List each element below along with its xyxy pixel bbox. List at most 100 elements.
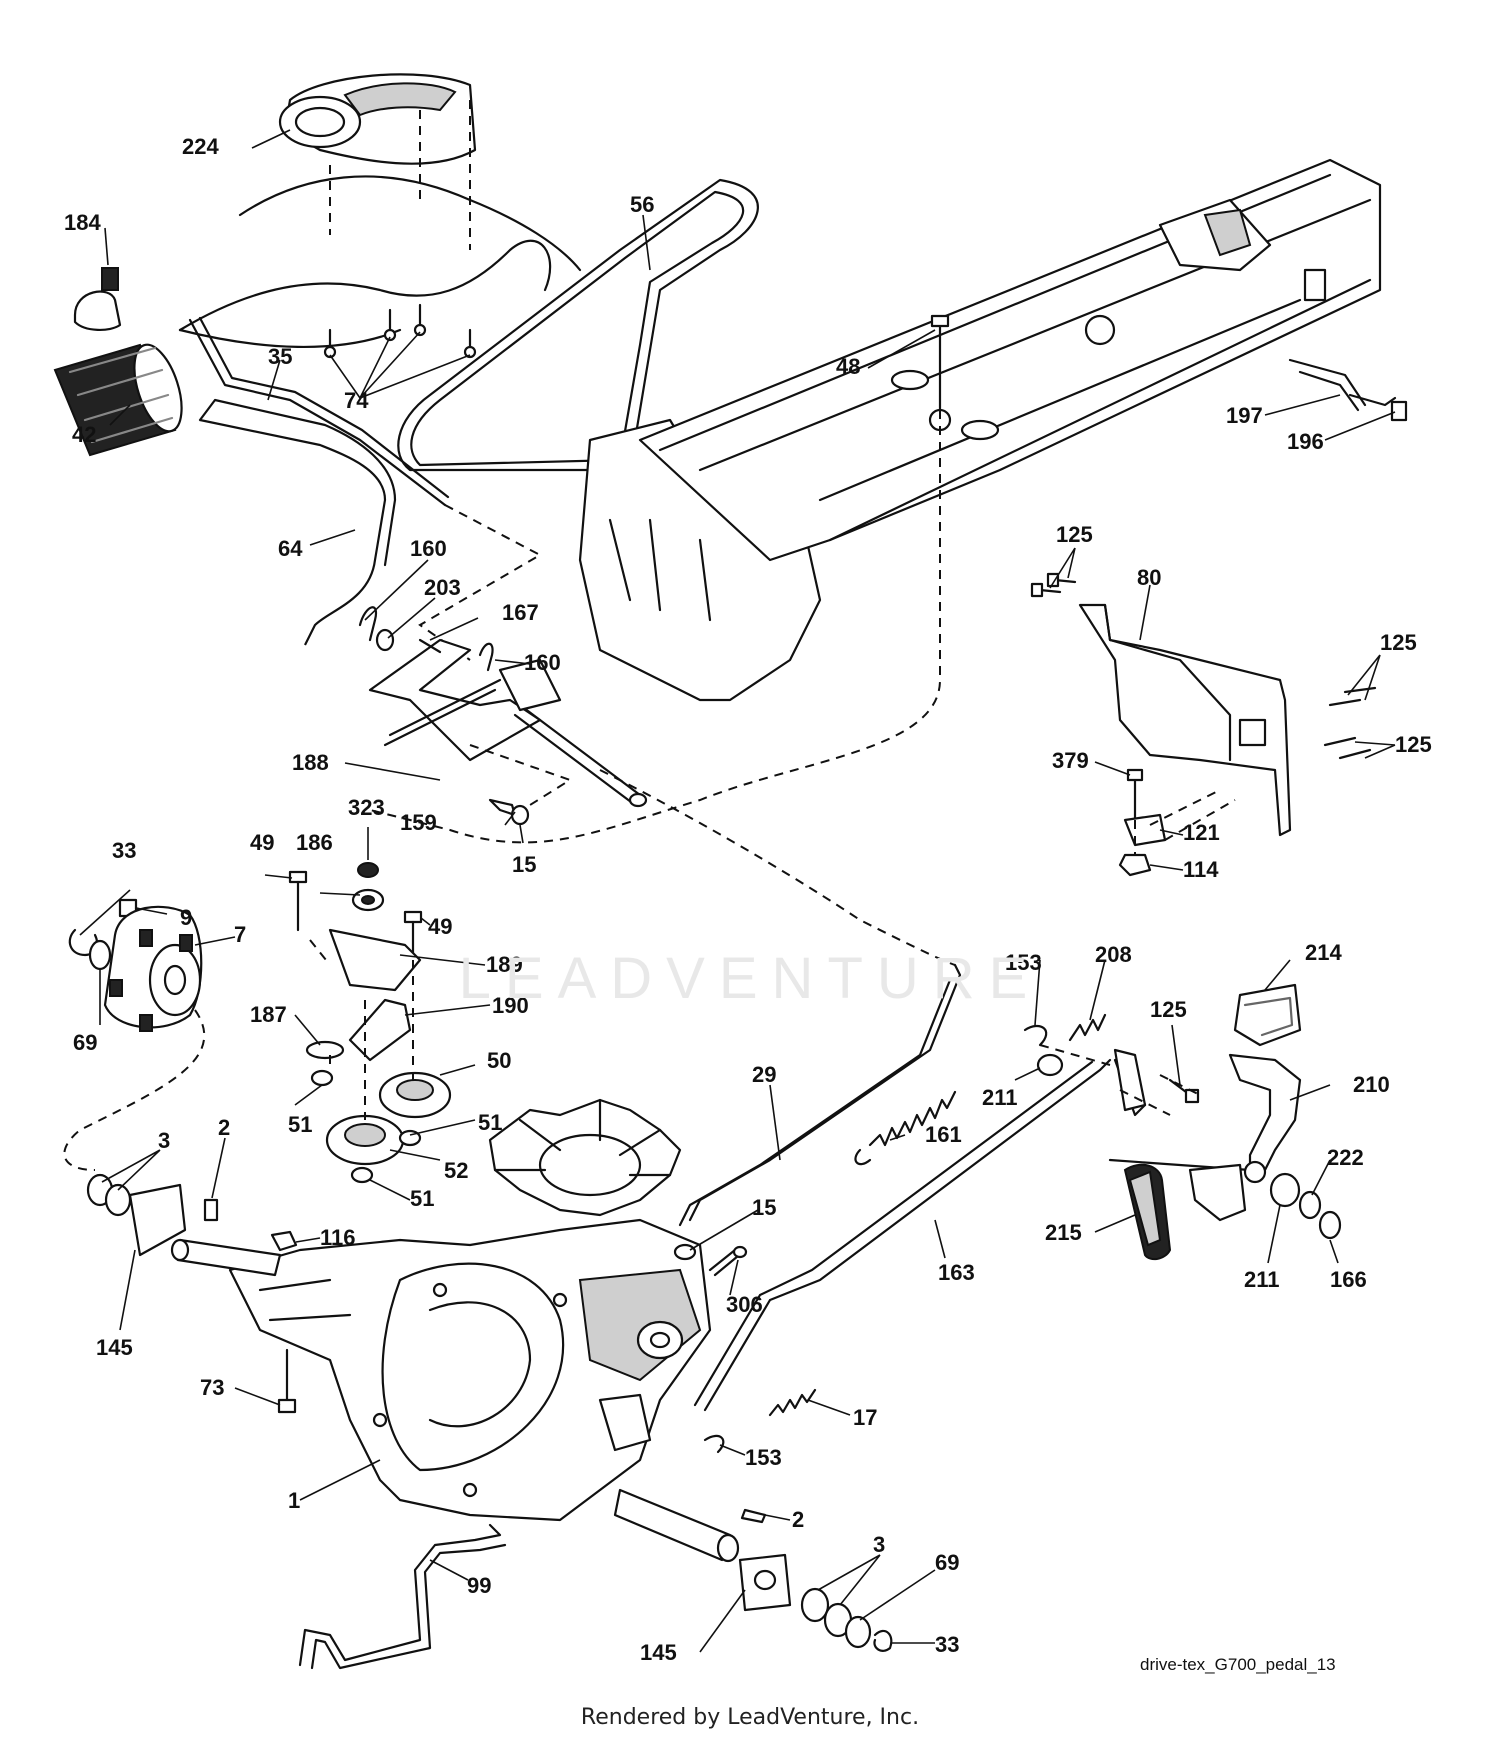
- washer-69: [88, 939, 112, 971]
- callout-160-top: 160: [410, 536, 447, 561]
- callout-80: 80: [1137, 565, 1161, 590]
- diagram-reference-code: drive-tex_G700_pedal_13: [1140, 1655, 1336, 1674]
- watermark-text: LEADVENTURE: [458, 946, 1042, 1011]
- callout-211-top: 211: [982, 1085, 1018, 1110]
- callout-189: 189: [486, 952, 523, 977]
- fan-blades: [488, 1098, 682, 1217]
- bracket-dashed: [1134, 789, 1236, 855]
- callout-153-top: 153: [1005, 950, 1042, 975]
- hub-7: [103, 905, 203, 1032]
- pedal-pad-214: [1233, 983, 1302, 1047]
- washer-222: [1298, 1190, 1322, 1220]
- rod-99: [298, 1523, 507, 1670]
- callout-3-right: 3: [873, 1532, 885, 1557]
- washer-15-bottom: [673, 1243, 697, 1261]
- hub-dashed: [63, 1009, 206, 1171]
- callout-196: 196: [1287, 429, 1324, 454]
- callout-379: 379: [1052, 748, 1089, 773]
- washer-211-top: [1036, 1053, 1064, 1077]
- callout-7: 7: [234, 922, 246, 947]
- cotter-306: [708, 1245, 748, 1277]
- callout-125-top: 125: [1056, 522, 1093, 547]
- spring-17: [768, 1388, 817, 1417]
- rod-29-dashed: [599, 769, 956, 966]
- callout-9: 9: [180, 905, 192, 930]
- bracket-121: [1123, 813, 1167, 847]
- callout-188: 188: [292, 750, 329, 775]
- callout-48: 48: [836, 354, 860, 379]
- callout-323: 323: [348, 795, 385, 820]
- clip-160: [358, 606, 494, 672]
- shaft-197: [1288, 358, 1397, 412]
- screw-group-74: [323, 303, 477, 359]
- pulley-52: [325, 1114, 405, 1166]
- callout-210: 210: [1353, 1072, 1390, 1097]
- rod-163: [693, 1048, 1147, 1412]
- callout-187: 187: [250, 1002, 287, 1027]
- callout-114: 114: [1183, 857, 1219, 882]
- callout-73: 73: [200, 1375, 224, 1400]
- callout-labels: 224 184 56 42 35 74 48 197 196 64 160 20…: [64, 134, 1432, 1665]
- callout-306: 306: [726, 1292, 763, 1317]
- key-2-bottom: [740, 1508, 767, 1524]
- callout-153-bottom: 153: [745, 1445, 782, 1470]
- callout-145-left: 145: [96, 1335, 133, 1360]
- bracket-145-left: [128, 1183, 187, 1257]
- callout-51-right: 51: [478, 1110, 502, 1135]
- transmission-1: [228, 1218, 712, 1522]
- callout-208: 208: [1095, 942, 1132, 967]
- callout-167: 167: [502, 600, 539, 625]
- bolt-49-left: [288, 870, 308, 932]
- callout-222: 222: [1327, 1145, 1364, 1170]
- pin-167: [418, 638, 442, 654]
- knob-184: [73, 267, 122, 331]
- callout-163: 163: [938, 1260, 975, 1285]
- callout-52: 52: [444, 1158, 468, 1183]
- spring-208: [1068, 1013, 1107, 1042]
- callout-211-bottom: 211: [1244, 1267, 1280, 1292]
- callout-3-left: 3: [158, 1128, 170, 1153]
- bolt-196: [1390, 400, 1408, 422]
- callout-42: 42: [72, 422, 96, 447]
- callout-184: 184: [64, 210, 101, 235]
- callout-17: 17: [853, 1405, 877, 1430]
- callout-69-left: 69: [73, 1030, 97, 1055]
- nut-116: [270, 1230, 298, 1252]
- plate-189: [328, 928, 422, 992]
- grip-42: [53, 343, 183, 457]
- washer-166: [1318, 1210, 1342, 1240]
- callout-214: 214: [1305, 940, 1342, 965]
- lever-rod-64: [198, 398, 397, 646]
- arm-190: [348, 998, 412, 1062]
- bearing-186: [351, 888, 385, 912]
- washer-211-bottom: [1269, 1172, 1301, 1208]
- washer-203: [375, 628, 395, 652]
- callout-33-left: 33: [112, 838, 136, 863]
- callout-64: 64: [278, 536, 303, 561]
- callout-49-right: 49: [428, 914, 452, 939]
- callout-15-bottom: 15: [752, 1195, 776, 1220]
- washer-187: [305, 1040, 345, 1060]
- callout-50: 50: [487, 1048, 511, 1073]
- callout-224: 224: [182, 134, 219, 159]
- spring-161: [854, 1090, 957, 1166]
- bracket-145-right: [738, 1553, 792, 1612]
- callout-160-mid: 160: [524, 650, 561, 675]
- leader-lines: [79, 129, 1396, 1653]
- bolt-48: [930, 314, 950, 412]
- callout-125-right: 125: [1380, 630, 1417, 655]
- callout-197: 197: [1226, 403, 1263, 428]
- spacer-323: [357, 862, 379, 878]
- washer-69-right: [844, 1615, 872, 1649]
- clip-33-right: [873, 1629, 893, 1652]
- belt-56: [397, 178, 759, 472]
- bolt-379: [1126, 768, 1144, 822]
- rod-29: [678, 963, 962, 1227]
- cotter-pin-153-top: [1023, 1024, 1048, 1047]
- tractor-frame: [578, 158, 1382, 702]
- fender-part: [178, 175, 582, 348]
- idler-dashed: [309, 939, 414, 1120]
- footer-credit: Rendered by LeadVenture, Inc.: [580, 1705, 920, 1730]
